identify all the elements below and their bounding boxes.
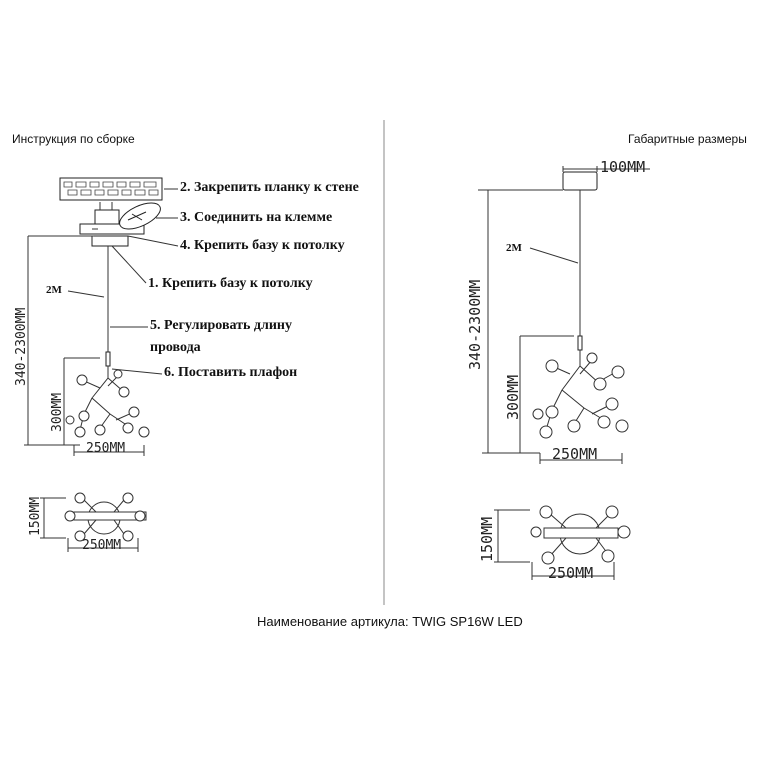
left-header: Инструкция по сборке bbox=[12, 132, 135, 146]
height-range-label-left: 340-2300MM bbox=[14, 307, 29, 386]
fixture-right bbox=[545, 350, 617, 431]
cable-length-label-left: 2M bbox=[46, 284, 62, 296]
canopy-right bbox=[562, 171, 598, 191]
fixture-left-bulbs bbox=[65, 369, 150, 438]
depth-label-right: 150MM bbox=[478, 516, 496, 562]
fixture-left bbox=[79, 366, 135, 431]
height-range-label-right: 340-2300MM bbox=[466, 279, 484, 370]
step-2-label: 2. Закрепить планку к стене bbox=[180, 180, 359, 195]
width-label-right: 250MM bbox=[552, 445, 598, 463]
step-1-label: 1. Крепить базу к потолку bbox=[148, 276, 313, 291]
right-header: Габаритные размеры bbox=[628, 132, 747, 146]
cable-length-label-right: 2M bbox=[506, 242, 522, 254]
step-5-label-line1: 5. Регулировать длину bbox=[150, 318, 292, 333]
top-width-label-left: 250MM bbox=[82, 538, 122, 553]
top-view-left bbox=[64, 492, 147, 542]
terminal-block bbox=[119, 202, 161, 230]
canopy-left bbox=[91, 235, 129, 247]
ceiling-plate-left bbox=[59, 177, 163, 201]
fixture-right-bulbs bbox=[532, 352, 629, 439]
step-5-label-line2: провода bbox=[150, 340, 201, 355]
article-name: Наименование артикула: TWIG SP16W LED bbox=[257, 614, 523, 629]
fixture-height-label-left: 300MM bbox=[50, 392, 65, 432]
base-width-label-right: 100MM bbox=[600, 158, 646, 176]
step-4-label: 4. Крепить базу к потолку bbox=[180, 238, 345, 253]
step-6-label: 6. Поставить плафон bbox=[164, 365, 298, 380]
fixture-height-label-right: 300MM bbox=[504, 374, 522, 420]
top-view-right bbox=[530, 505, 631, 565]
depth-label-left: 150MM bbox=[28, 496, 43, 536]
mounting-bracket bbox=[79, 202, 145, 235]
step-3-label: 3. Соединить на клемме bbox=[180, 210, 333, 225]
width-label-left: 250MM bbox=[86, 441, 126, 456]
top-width-label-right: 250MM bbox=[548, 564, 594, 582]
